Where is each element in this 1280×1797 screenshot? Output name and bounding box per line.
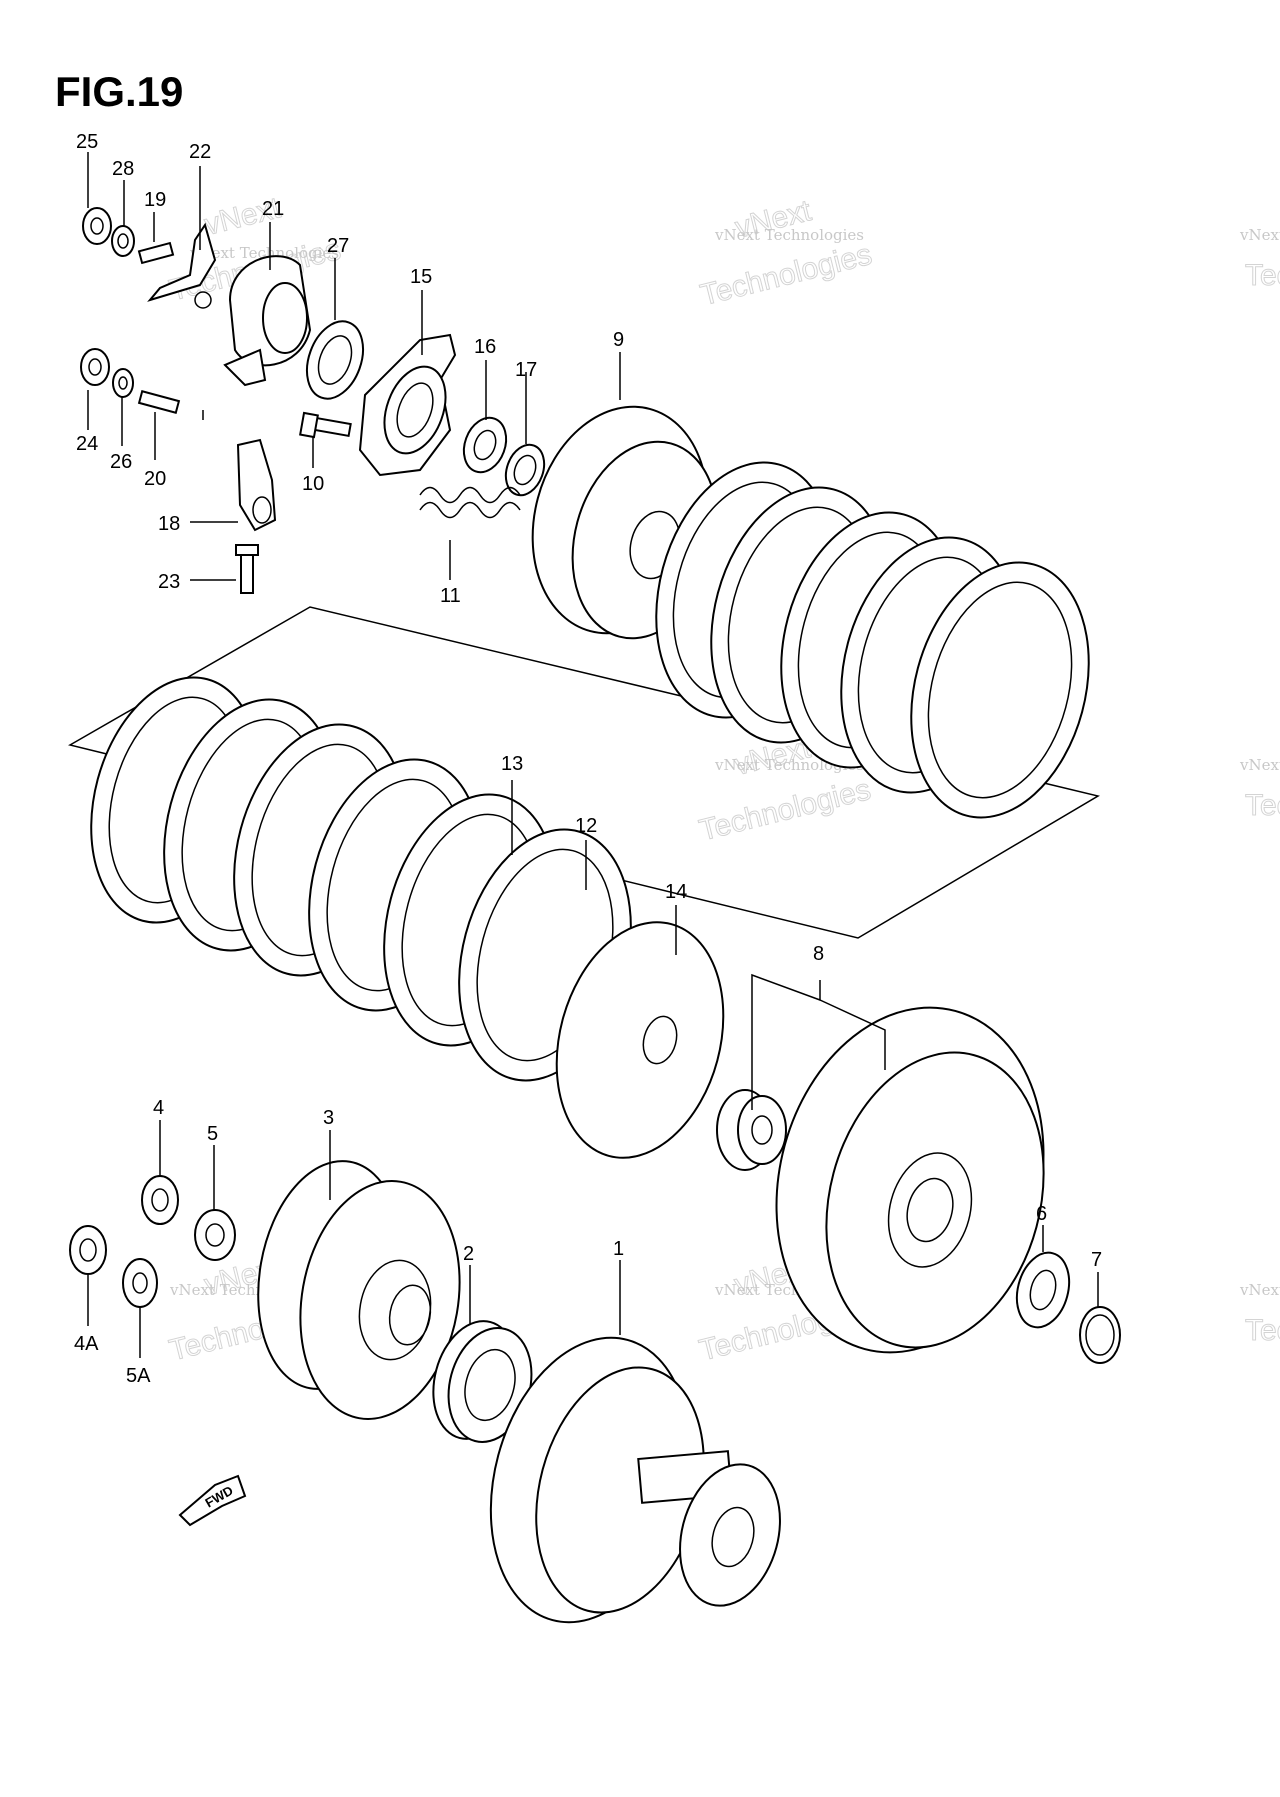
callout-23: 23 bbox=[158, 571, 180, 593]
callout-24: 24 bbox=[76, 433, 98, 455]
part-28-washer bbox=[111, 225, 135, 257]
watermark-big-5: Technologies bbox=[1245, 259, 1280, 292]
part-7-ring bbox=[1079, 1306, 1121, 1364]
fwd-arrow: FWD bbox=[178, 1474, 247, 1527]
watermark-big-3: Technologies bbox=[697, 238, 875, 312]
callout-2: 2 bbox=[463, 1243, 474, 1265]
part-plates-upper bbox=[655, 461, 1090, 819]
callout-3: 3 bbox=[323, 1107, 334, 1129]
part-23-bolt bbox=[235, 544, 259, 594]
callout-7: 7 bbox=[1091, 1249, 1102, 1271]
part-20-bolt bbox=[137, 390, 181, 414]
watermark-big-10: Technologies bbox=[1245, 789, 1280, 822]
callout-5A: 5A bbox=[126, 1365, 151, 1387]
part-4-nut bbox=[141, 1175, 179, 1225]
callout-17: 17 bbox=[515, 359, 537, 381]
callout-20: 20 bbox=[144, 468, 166, 490]
callout-26: 26 bbox=[110, 451, 132, 473]
part-21-release-cam bbox=[223, 255, 312, 387]
part-19-bolt bbox=[137, 241, 175, 265]
callout-8: 8 bbox=[813, 943, 824, 965]
watermark-small-2: vNext Technologies bbox=[714, 226, 864, 244]
watermark-top-mid: Technologies vNext bbox=[697, 194, 876, 313]
part-2-one-way-clutch bbox=[432, 1320, 533, 1443]
callout-1: 1 bbox=[613, 1238, 624, 1260]
callout-6: 6 bbox=[1036, 1203, 1047, 1225]
leader-lines bbox=[87, 152, 1099, 1358]
callout-9: 9 bbox=[613, 329, 624, 351]
callout-16: 16 bbox=[474, 336, 496, 358]
watermark-small-1: vNext Technologies bbox=[189, 244, 339, 262]
part-4A-nut bbox=[69, 1225, 107, 1275]
callout-10: 10 bbox=[302, 473, 324, 495]
part-16-nut bbox=[462, 416, 508, 474]
part-26-washer bbox=[112, 368, 134, 398]
part-14-disc bbox=[555, 921, 725, 1159]
callout-18: 18 bbox=[158, 513, 180, 535]
part-plates-lower bbox=[90, 676, 632, 1082]
watermark-small-3: vNext bbox=[1239, 226, 1280, 244]
part-5-washer bbox=[194, 1209, 236, 1261]
part-collar bbox=[716, 1089, 787, 1171]
figure-title: FIG.19 bbox=[55, 68, 184, 115]
callout-4A: 4A bbox=[74, 1333, 99, 1355]
callout-28: 28 bbox=[112, 158, 134, 180]
callout-22: 22 bbox=[189, 141, 211, 163]
callout-19: 19 bbox=[144, 189, 166, 211]
callout-14: 14 bbox=[665, 881, 687, 903]
part-15-pressure-lifter bbox=[358, 333, 457, 477]
callout-15: 15 bbox=[410, 266, 432, 288]
callout-11: 11 bbox=[440, 585, 461, 607]
callout-25: 25 bbox=[76, 131, 98, 153]
part-1-primary-driven-gear bbox=[489, 1336, 781, 1624]
watermark-small-6: vNext bbox=[1239, 756, 1280, 774]
watermark-big-15: Technologies bbox=[1245, 1314, 1280, 1347]
part-8-clutch-housing bbox=[775, 1006, 1045, 1354]
callout-12: 12 bbox=[575, 815, 597, 837]
callout-4: 4 bbox=[153, 1097, 164, 1119]
callout-27: 27 bbox=[327, 235, 349, 257]
watermark-small-9: vNext bbox=[1239, 1281, 1280, 1299]
callout-21: 21 bbox=[262, 198, 284, 220]
callout-13: 13 bbox=[501, 753, 523, 775]
part-27-bearing bbox=[305, 320, 365, 400]
part-3-clutch-boss bbox=[257, 1160, 461, 1420]
part-11-spring bbox=[419, 486, 521, 519]
part-10-bolt bbox=[299, 411, 352, 439]
part-24-nut bbox=[80, 348, 110, 386]
callout-5: 5 bbox=[207, 1123, 218, 1145]
part-5A-washer bbox=[122, 1258, 158, 1308]
part-25-nut bbox=[82, 207, 112, 245]
part-17-washer bbox=[504, 443, 546, 497]
part-6-washer bbox=[1015, 1251, 1071, 1329]
watermark-big-8: Technologies bbox=[696, 773, 874, 847]
part-18-arm bbox=[236, 438, 277, 532]
callout-labels: 25 28 19 22 21 27 15 16 17 9 24 26 20 10… bbox=[74, 131, 1102, 1387]
